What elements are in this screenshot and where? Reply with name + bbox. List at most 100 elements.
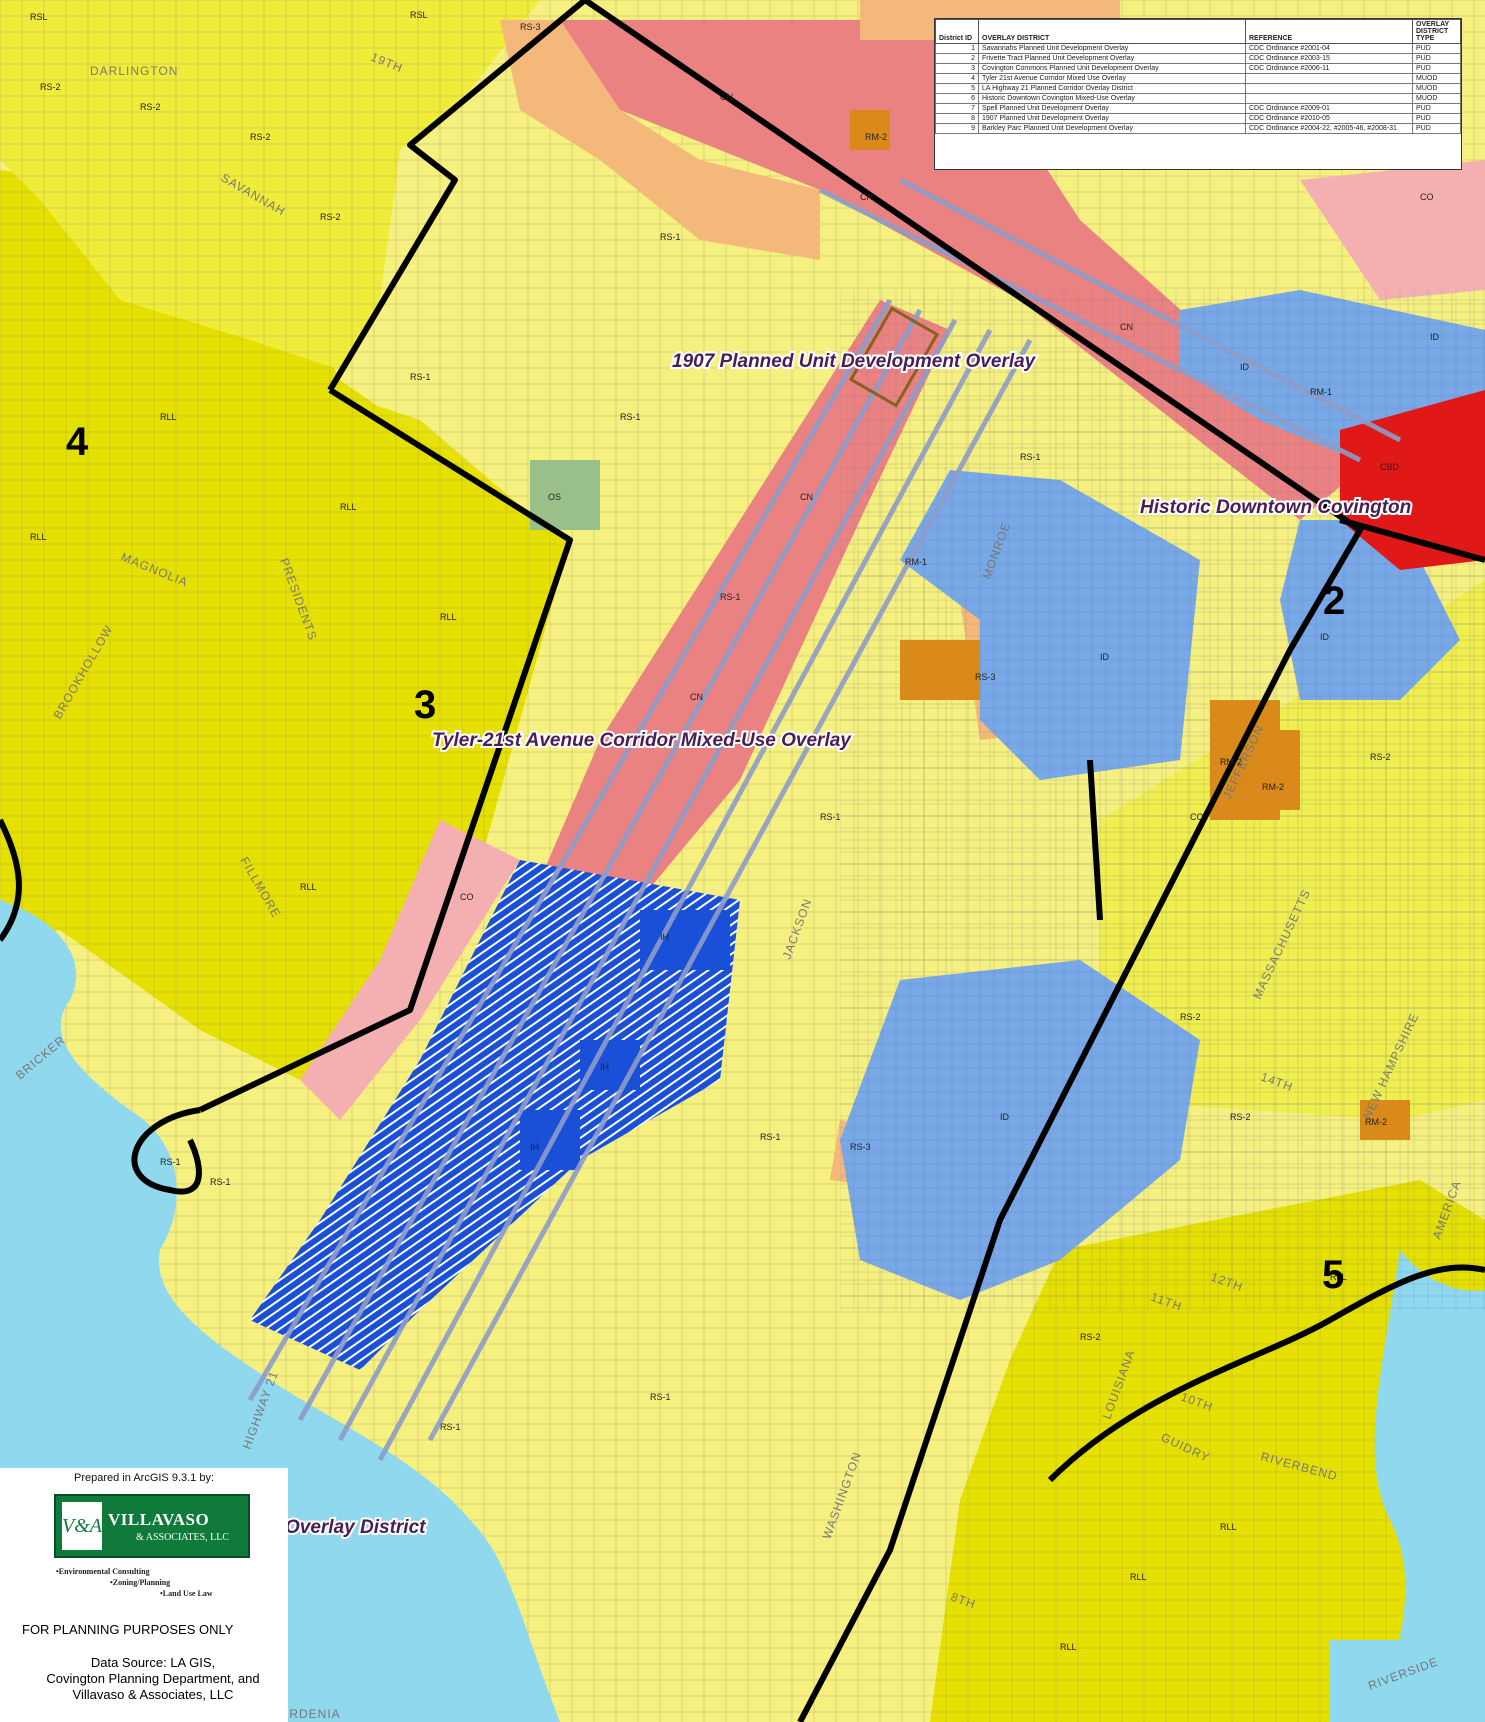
- svg-text:RM-2: RM-2: [865, 132, 887, 142]
- svg-text:RS-2: RS-2: [320, 212, 341, 222]
- svg-text:CN: CN: [800, 492, 813, 502]
- street-label-darlington: DARLINGTON: [90, 64, 178, 78]
- svg-text:RS-1: RS-1: [760, 1132, 781, 1142]
- logo-company-suffix: & ASSOCIATES, LLC: [136, 1532, 230, 1543]
- svg-text:RLL: RLL: [1330, 1272, 1347, 1282]
- svg-text:RLL: RLL: [1130, 1572, 1147, 1582]
- district-number-3: 4: [66, 420, 89, 464]
- os-zone: [530, 460, 600, 530]
- co-zone-west-corridor: [300, 820, 520, 1120]
- district-number-2: 2: [1323, 579, 1345, 623]
- svg-text:RS-1: RS-1: [650, 1392, 671, 1402]
- zone-labels: RLL RLL RLL RLL RLL RLL RLL RLL RLL RS-2…: [30, 10, 1440, 1652]
- svg-text:CBD: CBD: [1380, 462, 1400, 472]
- svg-text:RS-2: RS-2: [1180, 1012, 1201, 1022]
- pud-1907-boundary: [848, 306, 940, 408]
- svg-text:CN: CN: [1120, 322, 1133, 332]
- cbd-zone-downtown: [1340, 390, 1485, 570]
- planning-purposes-note: FOR PLANNING PURPOSES ONLY: [22, 1622, 234, 1637]
- svg-text:OS: OS: [548, 492, 561, 502]
- svg-text:RLL: RLL: [160, 412, 177, 422]
- data-source-line: Data Source: LA GIS,: [90, 1655, 216, 1670]
- svg-text:IH: IH: [600, 1062, 609, 1072]
- svg-text:RS-2: RS-2: [1230, 1112, 1251, 1122]
- villavaso-logo: V&A VILLAVASO & ASSOCIATES, LLC: [54, 1494, 250, 1558]
- svg-text:RS-1: RS-1: [1020, 452, 1041, 462]
- svg-text:ID: ID: [1320, 632, 1330, 642]
- data-source-line: Villavaso & Associates, LLC: [72, 1687, 234, 1702]
- overlay-label-tyler-corridor: Tyler-21st Avenue Corridor Mixed-Use Ove…: [432, 730, 852, 751]
- svg-text:CN: CN: [720, 92, 733, 102]
- svg-text:RLL: RLL: [340, 502, 357, 512]
- corridor-overlay-lines: [247, 177, 1402, 1462]
- service-environmental: •Environmental Consulting: [56, 1567, 150, 1576]
- bottom-water: [1330, 1640, 1485, 1722]
- co-zone-east: [1300, 160, 1485, 300]
- svg-text:ID: ID: [1100, 652, 1110, 662]
- legend-header-district-id: District ID: [935, 19, 979, 44]
- rm2-zone-east: [1360, 1100, 1410, 1140]
- ih-block-2: [580, 1040, 640, 1090]
- tchefuncte-river: [1374, 1250, 1485, 1722]
- district-number-5: 5: [1322, 1253, 1344, 1297]
- svg-text:RS-2: RS-2: [140, 102, 161, 112]
- svg-text:RLL: RLL: [1060, 1642, 1077, 1652]
- logo-company-name: VILLAVASO: [108, 1510, 210, 1529]
- svg-text:RLL: RLL: [440, 612, 457, 622]
- svg-text:IH: IH: [660, 932, 669, 942]
- svg-text:RM-2: RM-2: [1365, 1117, 1387, 1127]
- data-source-note: Data Source: LA GIS, Covington Planning …: [18, 1655, 288, 1703]
- svg-text:ID: ID: [1000, 1112, 1010, 1122]
- svg-text:CN: CN: [860, 192, 873, 202]
- svg-text:CN: CN: [690, 692, 703, 702]
- legend-header-type: OVERLAY DISTRICT TYPE: [1412, 19, 1461, 44]
- svg-text:RS-1: RS-1: [440, 1422, 461, 1432]
- svg-text:RSL: RSL: [410, 10, 428, 20]
- data-source-line: Covington Planning Department, and: [46, 1671, 260, 1686]
- rm2-zone-north: [850, 110, 890, 150]
- svg-text:RM-1: RM-1: [1310, 387, 1332, 397]
- svg-text:RS-1: RS-1: [720, 592, 741, 602]
- credits-panel: Prepared in ArcGIS 9.3.1 by: V&A VILLAVA…: [0, 1468, 288, 1722]
- overlay-district-legend: District ID OVERLAY DISTRICT REFERENCE O…: [934, 18, 1462, 170]
- svg-text:RLL: RLL: [30, 532, 47, 542]
- svg-text:IH: IH: [530, 1142, 539, 1152]
- svg-text:RLL: RLL: [300, 882, 317, 892]
- svg-text:ID: ID: [1240, 362, 1250, 372]
- svg-text:RS-3: RS-3: [520, 22, 541, 32]
- service-land-use: •Land Use Law: [160, 1589, 213, 1598]
- svg-text:RS-1: RS-1: [620, 412, 641, 422]
- svg-text:CO: CO: [460, 892, 474, 902]
- overlay-label-historic-downtown: Historic Downtown Covington: [1140, 497, 1411, 518]
- legend-header-reference: REFERENCE: [1245, 19, 1413, 44]
- svg-text:RS-2: RS-2: [1080, 1332, 1101, 1342]
- svg-text:CO: CO: [1420, 192, 1434, 202]
- svg-text:RS-2: RS-2: [1370, 752, 1391, 762]
- svg-text:RS-3: RS-3: [850, 1142, 871, 1152]
- svg-text:RS-3: RS-3: [975, 672, 996, 682]
- rm2-zone-jefferson-2: [1260, 730, 1300, 810]
- ih-zone-corridor: [250, 860, 740, 1370]
- svg-text:RM-2: RM-2: [1220, 757, 1242, 767]
- svg-text:RS-1: RS-1: [210, 1177, 231, 1187]
- svg-text:CO: CO: [1190, 812, 1204, 822]
- rs3-zone-north: [500, 20, 820, 260]
- svg-text:RM-1: RM-1: [905, 557, 927, 567]
- legend-header-overlay-district: OVERLAY DISTRICT: [978, 19, 1246, 44]
- svg-text:RS-1: RS-1: [160, 1157, 181, 1167]
- svg-text:ID: ID: [1430, 332, 1440, 342]
- service-zoning: •Zoning/Planning: [110, 1578, 171, 1587]
- svg-text:RS-1: RS-1: [820, 812, 841, 822]
- svg-text:RS-1: RS-1: [660, 232, 681, 242]
- svg-text:RM-2: RM-2: [1262, 782, 1284, 792]
